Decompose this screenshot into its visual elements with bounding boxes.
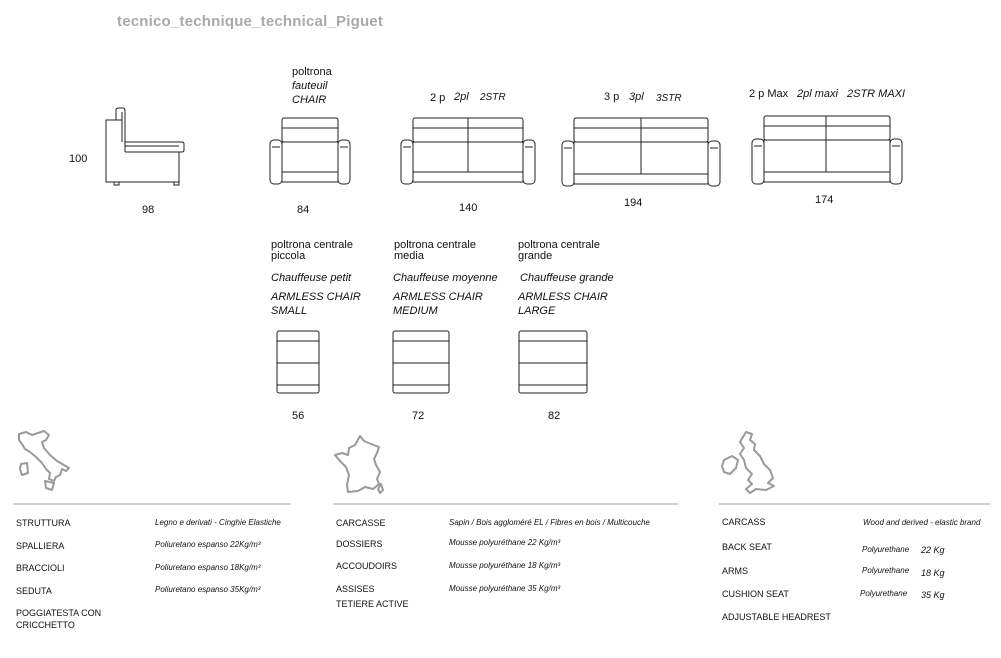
italy-map-icon (18, 430, 70, 491)
sofa3-width-dim: 194 (624, 197, 643, 209)
spec-density-en: 22 Kg (921, 545, 945, 555)
spec-value-en: Polyurethane (860, 589, 908, 598)
sofa2-label-fr: 2pl (454, 91, 469, 103)
armless-small-label-fr: Chauffeuse petit (271, 272, 352, 284)
sofa2-front-drawing (400, 117, 536, 187)
armless-large-drawing (518, 330, 588, 396)
sofa2-width-dim: 140 (459, 202, 478, 214)
side-depth-dim: 98 (142, 204, 155, 216)
sofa2-label-en: 2STR (480, 92, 506, 103)
spec-value-fr: Mousse polyuréthane 35 Kg/m³ (449, 584, 561, 593)
sofa2max-width-dim: 174 (815, 194, 834, 206)
spec-value-fr: Sapin / Bois aggloméré EL / Fibres en bo… (449, 518, 650, 527)
armless-large-label-en2: LARGE (518, 305, 556, 317)
sofa3-label-fr: 3pl (629, 91, 644, 103)
armless-medium-label-en2: MEDIUM (393, 305, 438, 317)
armless-medium-label-en1: ARMLESS CHAIR (393, 291, 483, 303)
spec-label-it: SPALLIERA (16, 541, 65, 551)
spec-value-it: Poliuretano espanso 18Kg/m³ (155, 563, 261, 572)
armless-small-label-it: poltrona centrale piccola (271, 239, 353, 262)
italian-section-rule (13, 503, 291, 505)
page-title: tecnico_technique_technical_Piguet (117, 13, 384, 30)
chair-width-dim: 84 (297, 204, 310, 216)
spec-label-fr: DOSSIERS (336, 539, 383, 549)
france-map-icon (334, 435, 384, 494)
sofa3-label-it: 3 p (604, 91, 620, 103)
spec-label-en: BACK SEAT (722, 542, 772, 552)
spec-label-fr: CARCASSE (336, 518, 386, 528)
english-section-rule (719, 503, 990, 505)
spec-value-it: Poliuretano espanso 22Kg/m³ (155, 540, 261, 549)
french-section-rule (333, 503, 678, 505)
spec-label-fr: ASSISES (336, 584, 375, 594)
armless-medium-drawing (392, 330, 450, 396)
spec-value-it: Legno e derivati - Cinghie Elastiche (155, 518, 281, 527)
spec-label-en: CUSHION SEAT (722, 589, 789, 599)
sofa3-label-en: 3STR (656, 93, 682, 104)
spec-label-fr: TETIERE ACTIVE (336, 599, 409, 609)
armless-large-label-en1: ARMLESS CHAIR (518, 291, 608, 303)
armless-large-width-dim: 82 (548, 410, 561, 422)
spec-density-en: 35 Kg (921, 590, 945, 600)
armless-medium-label-fr: Chauffeuse moyenne (393, 272, 498, 284)
spec-label-it: POGGIATESTA CON CRICCHETTO (16, 608, 102, 630)
spec-value-it: Poliuretano espanso 35Kg/m³ (155, 585, 261, 594)
armless-large-label-fr: Chauffeuse grande (520, 272, 614, 284)
spec-label-it: SEDUTA (16, 586, 52, 596)
spec-value-en: Polyurethane (862, 545, 910, 554)
chair-front-drawing (268, 117, 352, 187)
side-height-dim: 100 (69, 153, 88, 165)
spec-value-en: Wood and derived - elastic brand (863, 518, 981, 527)
sofa2max-label-fr: 2pl maxi (797, 88, 838, 100)
chair-label-fr: fauteuil (292, 80, 328, 92)
armless-small-drawing (276, 330, 320, 396)
spec-label-it: STRUTTURA (16, 518, 71, 528)
uk-map-icon (721, 431, 775, 494)
spec-label-en: CARCASS (722, 517, 766, 527)
sofa3-front-drawing (561, 117, 721, 189)
spec-label-it: BRACCIOLI (16, 563, 65, 573)
sofa2-label-it: 2 p (430, 92, 446, 104)
chair-label-it: poltrona (292, 66, 332, 78)
spec-label-fr: ACCOUDOIRS (336, 561, 398, 571)
armless-large-label-it: poltrona centrale grande (518, 239, 600, 262)
spec-density-en: 18 Kg (921, 568, 945, 578)
armless-medium-label-it: poltrona centrale media (394, 239, 476, 262)
armless-medium-width-dim: 72 (412, 410, 425, 422)
sofa2max-front-drawing (751, 115, 903, 187)
sofa2max-label-en: 2STR MAXI (847, 88, 906, 100)
spec-label-en: ADJUSTABLE HEADREST (722, 612, 831, 622)
spec-label-en: ARMS (722, 566, 749, 576)
armless-small-width-dim: 56 (292, 410, 305, 422)
spec-value-fr: Mousse polyuréthane 22 Kg/m³ (449, 538, 561, 547)
sofa2max-label-it: 2 p Max (749, 88, 789, 100)
armless-small-label-en1: ARMLESS CHAIR (271, 291, 361, 303)
spec-value-en: Polyurethane (862, 566, 910, 575)
spec-value-fr: Mousse polyuréthane 18 Kg/m³ (449, 561, 561, 570)
side-view-drawing (104, 106, 186, 188)
chair-label-en: CHAIR (292, 94, 327, 106)
armless-small-label-en2: SMALL (271, 305, 308, 317)
